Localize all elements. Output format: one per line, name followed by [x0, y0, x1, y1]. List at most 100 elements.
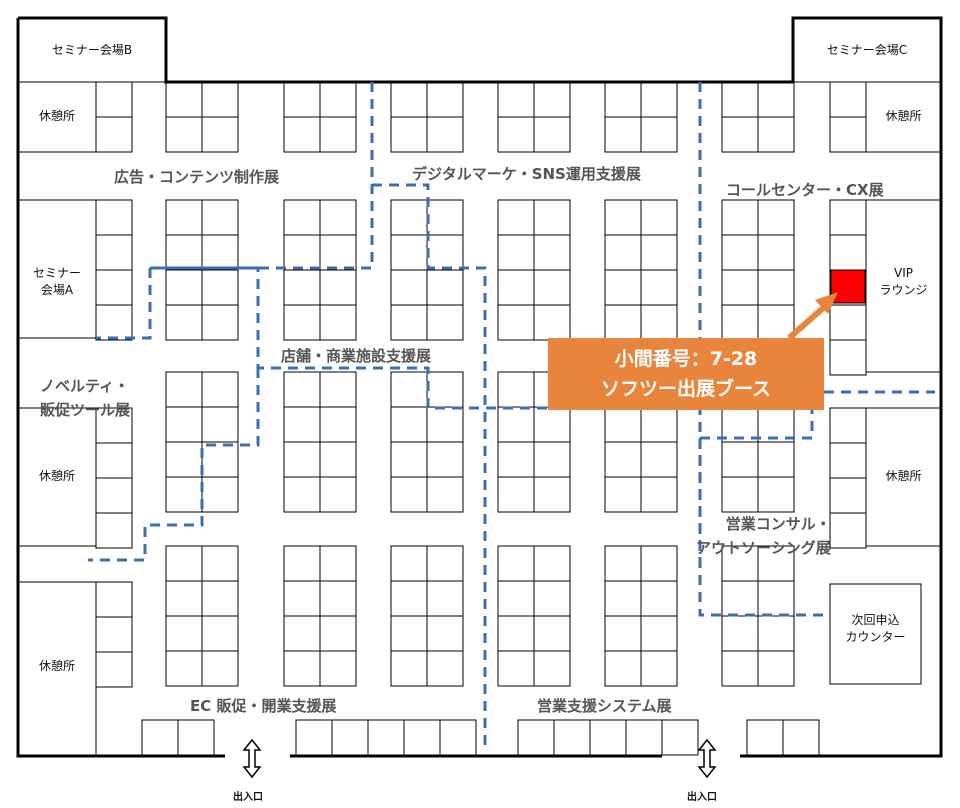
booth-cell [625, 719, 663, 756]
booth-cell [283, 650, 321, 687]
booth-cell [721, 650, 759, 687]
booth-cell [390, 234, 428, 271]
booth-cell [497, 304, 535, 341]
booth-cell [319, 545, 357, 582]
booth-cell [757, 269, 795, 306]
booth-cell [283, 81, 321, 118]
booth-cell [201, 441, 239, 478]
booth-cell [533, 476, 571, 513]
zone-sales-consult-line2: アウトソーシング展 [696, 539, 831, 557]
booth-cell [95, 581, 133, 618]
booth-cell [283, 441, 321, 478]
booth-cell [533, 545, 571, 582]
next-booking-counter [829, 583, 922, 685]
booth-cell [497, 234, 535, 271]
zone-novelty-line2: 販促ツール展 [40, 401, 131, 419]
booth-cell [165, 199, 203, 236]
booth-cell [604, 269, 642, 306]
booth-cell [165, 650, 203, 687]
rest-area-label: 休憩所 [38, 469, 75, 483]
booth-cell [95, 234, 133, 271]
zone-ad-content: 広告・コンテンツ制作展 [114, 168, 280, 186]
booth-cell [829, 81, 867, 118]
seminar-a-label: セミナー 会場A [18, 265, 96, 300]
booth-cell [497, 406, 535, 443]
booth-cell [533, 650, 571, 687]
vip-lounge-label: VIP ラウンジ [866, 265, 941, 300]
booth-cell [497, 81, 535, 118]
booth-cell [721, 615, 759, 652]
booth-cell [721, 441, 759, 478]
booth-cell [517, 719, 555, 756]
booth-cell [757, 81, 795, 118]
booth-cell [757, 199, 795, 236]
booth-cell [319, 371, 357, 408]
booth-cell [95, 81, 133, 118]
booth-cell [721, 81, 759, 118]
booth-cell [95, 199, 133, 236]
booth-cell [757, 580, 795, 617]
route-line-novelty [88, 368, 260, 562]
booth-cell [95, 651, 133, 688]
highlight-booth-7-28 [830, 269, 866, 304]
booth-cell [390, 441, 428, 478]
booth-cell [640, 406, 678, 443]
booth-cell [283, 476, 321, 513]
booth-cell [426, 615, 464, 652]
booth-cell [165, 615, 203, 652]
exit-label-left: 出入口 [233, 792, 263, 803]
booth-cell [533, 269, 571, 306]
next-counter-label: 次回申込 カウンター [830, 612, 921, 647]
booth-cell [177, 719, 215, 756]
booth-cell [165, 406, 203, 443]
zone-store-facility: 店舗・商業施設支援展 [281, 347, 432, 365]
booth-cell [757, 476, 795, 513]
booth-cell [201, 199, 239, 236]
booth-cell [403, 719, 441, 756]
booth-cell [721, 199, 759, 236]
booth-cell [497, 615, 535, 652]
route-line-mid [372, 183, 487, 750]
booth-cell [640, 269, 678, 306]
booth-cell [829, 116, 867, 153]
exit-label-right: 出入口 [687, 792, 717, 803]
booth-cell [604, 441, 642, 478]
booth-cell [721, 116, 759, 153]
rest-area-label: 休憩所 [885, 109, 922, 123]
booth-cell [426, 476, 464, 513]
booth-cell [283, 545, 321, 582]
booth-cell [283, 304, 321, 341]
booth-cell [640, 304, 678, 341]
booth-cell [640, 116, 678, 153]
next-counter-line1: 次回申込 [851, 613, 900, 627]
callout-exhibitor: ソフツー出展ブース [600, 378, 772, 400]
booth-cell [283, 580, 321, 617]
booth-cell [201, 116, 239, 153]
booth-cell [604, 476, 642, 513]
zone-novelty: ノベルティ・ 販促ツール展 [40, 374, 130, 422]
zone-ec-promo: EC 販促・開業支援展 [190, 697, 337, 715]
booth-cell [319, 304, 357, 341]
zone-sales-consult-line1: 営業コンサル・ [725, 515, 831, 533]
booth-cell [95, 304, 133, 341]
booth-cell [533, 615, 571, 652]
booth-cell [497, 199, 535, 236]
booth-cell [319, 234, 357, 271]
booth-cell [640, 199, 678, 236]
booth-cell [553, 719, 591, 756]
booth-cell [319, 269, 357, 306]
booth-cell [95, 512, 133, 549]
booth-cell [165, 371, 203, 408]
booth-cell [829, 234, 867, 271]
rest-area-label: 休憩所 [885, 469, 922, 483]
booth-cell [426, 269, 464, 306]
booth-cell [746, 719, 784, 756]
booth-cell [721, 234, 759, 271]
booth-cell [426, 545, 464, 582]
booth-cell [319, 199, 357, 236]
booth-cell [201, 234, 239, 271]
booth-cell [426, 406, 464, 443]
booth-cell [640, 441, 678, 478]
booth-cell [721, 580, 759, 617]
